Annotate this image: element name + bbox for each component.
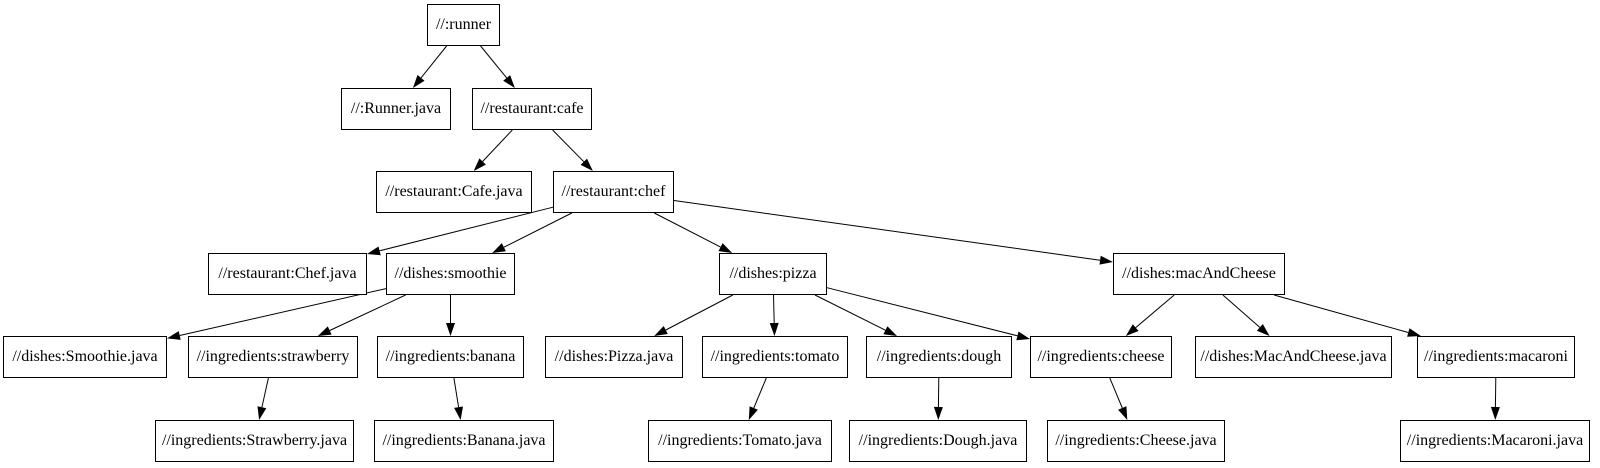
graph-node-banana: //ingredients:banana [377,336,524,378]
edge-arrowhead-runner--cafe [503,75,515,88]
edge-arrowhead-pizza--cheese [1016,331,1030,341]
edge-arrowhead-chef--mac-and-cheese [1099,255,1113,265]
edge-line-mac-and-cheese--cheese [1135,294,1175,328]
edge-arrowhead-chef--pizza [718,243,733,253]
edge-line-pizza--pizza-java [665,294,734,331]
graph-node-runner-java: //:Runner.java [341,88,451,130]
edge-arrowhead-smoothie--smoothie-java [167,331,181,340]
edge-arrowhead-cafe--cafe-java [473,158,486,171]
edge-line-cafe--chef [552,129,585,163]
graph-node-pizza: //dishes:pizza [719,253,827,295]
edge-arrowhead-banana--banana-java [454,406,463,420]
edge-arrowhead-pizza--pizza-java [654,326,668,336]
edge-line-strawberry--strawberry-java [261,377,269,408]
graph-node-chef-java: //restaurant:Chef.java [208,253,367,295]
graph-node-mac-and-cheese-java: //dishes:MacAndCheese.java [1195,336,1392,378]
graph-node-chef: //restaurant:chef [553,171,674,213]
graph-node-cheese-java: //ingredients:Cheese.java [1047,420,1225,462]
edge-line-pizza--dough [814,294,886,331]
edge-line-cafe--cafe-java [482,129,513,162]
graph-node-smoothie-java: //dishes:Smoothie.java [3,336,167,378]
edge-arrowhead-pizza--dough [883,326,897,336]
edge-line-tomato--tomato-java [753,377,767,409]
graph-node-cafe-java: //restaurant:Cafe.java [376,171,532,213]
graph-node-strawberry-java: //ingredients:Strawberry.java [155,420,354,462]
edge-line-chef--pizza [654,212,721,248]
graph-node-banana-java: //ingredients:Banana.java [374,420,554,462]
graph-node-tomato-java: //ingredients:Tomato.java [648,420,832,462]
edge-arrowhead-chef--chef-java [367,246,381,256]
graph-node-dough: //ingredients:dough [866,336,1012,378]
edge-line-chef--chef-java [379,206,554,252]
edge-line-runner--runner-java [420,45,447,79]
edge-arrowhead-pizza--tomato [769,322,779,336]
edge-arrowhead-mac-and-cheese--cheese [1125,324,1139,336]
edge-arrowhead-smoothie--banana [446,323,455,336]
edge-line-chef--smoothie [503,212,573,248]
graph-node-macaroni-java: //ingredients:Macaroni.java [1400,420,1590,462]
edge-line-mac-and-cheese--macaroni [1273,294,1409,333]
graph-node-cafe: //restaurant:cafe [472,88,592,130]
edge-line-cheese--cheese-java [1109,377,1123,409]
edge-line-runner--cafe [480,45,508,79]
edge-arrowhead-strawberry--strawberry-java [257,406,267,420]
edge-arrowhead-cafe--chef [580,158,593,171]
edge-arrowhead-cheese--cheese-java [1118,406,1128,420]
graph-node-macaroni: //ingredients:macaroni [1417,336,1575,378]
edge-line-mac-and-cheese--mac-and-cheese-java [1222,294,1261,328]
edge-line-smoothie--smoothie-java [179,288,387,336]
graph-node-pizza-java: //dishes:Pizza.java [545,336,683,378]
edge-arrowhead-mac-and-cheese--macaroni [1407,328,1421,337]
graph-node-mac-and-cheese: //dishes:macAndCheese [1113,253,1285,295]
edge-line-banana--banana-java [453,377,460,408]
edge-arrowhead-tomato--tomato-java [748,406,758,420]
graph-node-cheese: //ingredients:cheese [1030,336,1172,378]
edge-line-pizza--cheese [826,287,1018,337]
edge-arrowhead-runner--runner-java [412,75,425,88]
edge-line-pizza--tomato [773,294,775,324]
edge-arrowhead-smoothie--strawberry [317,326,332,336]
graph-node-strawberry: //ingredients:strawberry [188,336,358,378]
edge-arrowhead-mac-and-cheese--mac-and-cheese-java [1256,324,1270,336]
graph-node-runner: //:runner [427,4,500,46]
edge-arrowhead-dough--dough-java [933,406,943,420]
edge-line-chef--mac-and-cheese [673,200,1101,261]
edge-arrowhead-macaroni--macaroni-java [1490,406,1500,420]
edge-arrowhead-chef--smoothie [492,243,506,253]
graph-node-smoothie: //dishes:smoothie [386,253,515,295]
graph-node-tomato: //ingredients:tomato [702,336,848,378]
graph-node-dough-java: //ingredients:Dough.java [849,420,1027,462]
edge-line-smoothie--strawberry [329,294,406,331]
